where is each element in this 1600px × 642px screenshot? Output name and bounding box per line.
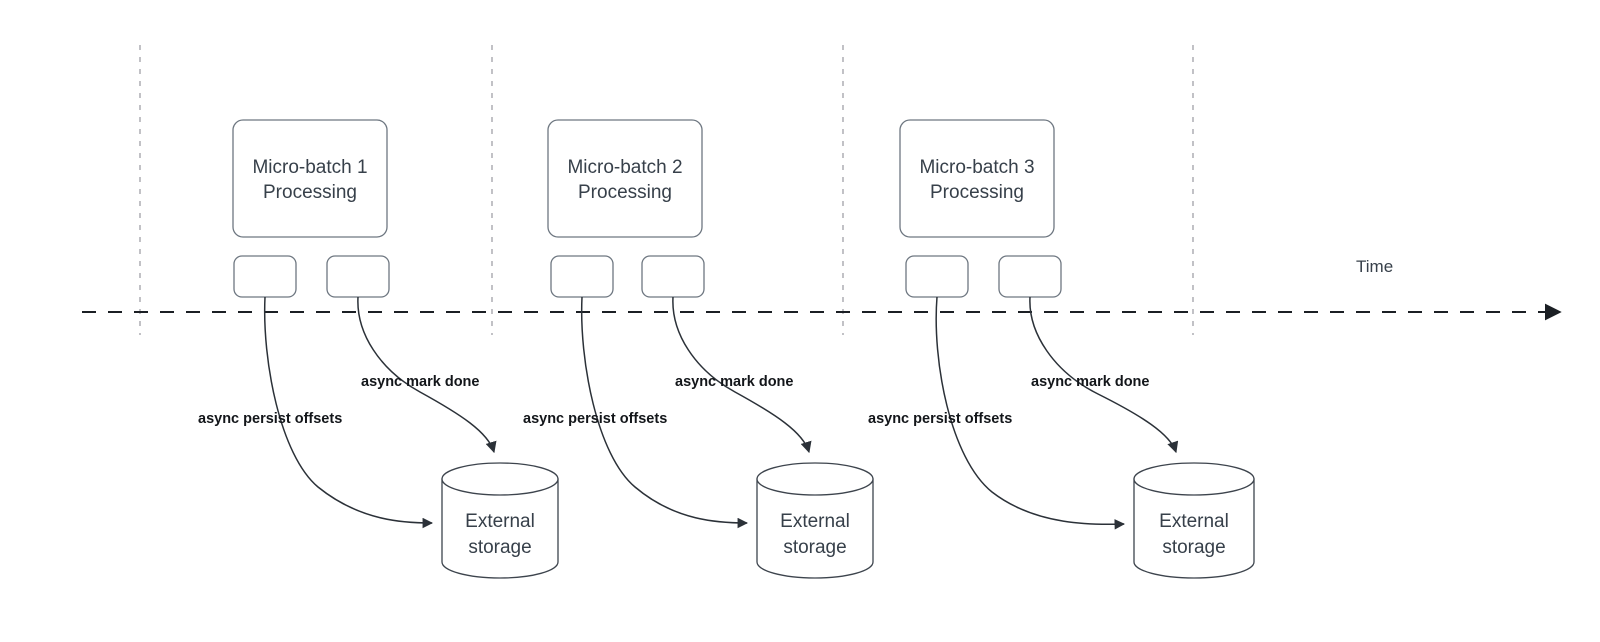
batch-3-task-right[interactable] <box>998 255 1062 298</box>
batch-2-mark-done-label: async mark done <box>675 374 793 390</box>
cylinder-top-2 <box>756 462 874 496</box>
batch-1-task-right[interactable] <box>326 255 390 298</box>
separator-group <box>139 45 1194 335</box>
external-storage-2-label-line1: External <box>780 511 850 532</box>
batch-2-task-right[interactable] <box>641 255 705 298</box>
batch-3-mark-done-label: async mark done <box>1031 374 1149 390</box>
external-storage-2-label-line2: storage <box>783 537 846 558</box>
microbatch-1-label-line1: Micro-batch 1 <box>252 157 367 178</box>
batch-3-persist-offsets-arrow <box>935 296 1126 530</box>
microbatch-1-box[interactable] <box>232 119 388 238</box>
microbatch-2-box[interactable] <box>547 119 703 238</box>
cylinder-top-3 <box>1133 462 1255 496</box>
microbatch-3-label-line1: Micro-batch 3 <box>919 157 1034 178</box>
cylinder-body-2 <box>756 478 874 579</box>
batch-1-external-storage-cylinder[interactable]: External storage <box>441 462 559 579</box>
batch-1-mark-done-label: async mark done <box>361 374 479 390</box>
cylinder-top-1 <box>441 462 559 496</box>
time-axis-label: Time <box>1356 257 1393 276</box>
batch-1-mark-done-arrow <box>357 296 497 454</box>
batch-2-persist-offsets-label: async persist offsets <box>523 411 667 427</box>
batch-1-task-left[interactable] <box>233 255 297 298</box>
batch-group-1: Micro-batch 1 Processing async persist o… <box>198 119 559 579</box>
batch-1-persist-offsets-arrow <box>263 296 434 529</box>
microbatch-2-label-line2: Processing <box>578 182 672 203</box>
batch-3-mark-done-arrow <box>1029 296 1179 454</box>
external-storage-3-label-line2: storage <box>1162 537 1225 558</box>
cylinder-body-1 <box>441 478 559 579</box>
batch-group-2: Micro-batch 2 Processing async persist o… <box>523 119 874 579</box>
batch-3-external-storage-cylinder[interactable]: External storage <box>1133 462 1255 579</box>
batch-2-task-left[interactable] <box>550 255 614 298</box>
batch-3-task-left[interactable] <box>905 255 969 298</box>
microbatch-2-label-line1: Micro-batch 2 <box>567 157 682 178</box>
time-axis: Time <box>82 257 1562 321</box>
external-storage-1-label-line1: External <box>465 511 535 532</box>
cylinder-body-3 <box>1133 478 1255 579</box>
microbatch-3-label-line2: Processing <box>930 182 1024 203</box>
batch-1-persist-offsets-label: async persist offsets <box>198 411 342 427</box>
external-storage-1-label-line2: storage <box>468 537 531 558</box>
batch-2-external-storage-cylinder[interactable]: External storage <box>756 462 874 579</box>
external-storage-3-label-line1: External <box>1159 511 1229 532</box>
batch-group-3: Micro-batch 3 Processing async persist o… <box>868 119 1255 579</box>
batch-3-persist-offsets-label: async persist offsets <box>868 411 1012 427</box>
microbatch-1-label-line2: Processing <box>263 182 357 203</box>
batch-2-persist-offsets-arrow <box>580 296 749 529</box>
batch-2-mark-done-arrow <box>672 296 812 454</box>
microbatch-3-box[interactable] <box>899 119 1055 238</box>
